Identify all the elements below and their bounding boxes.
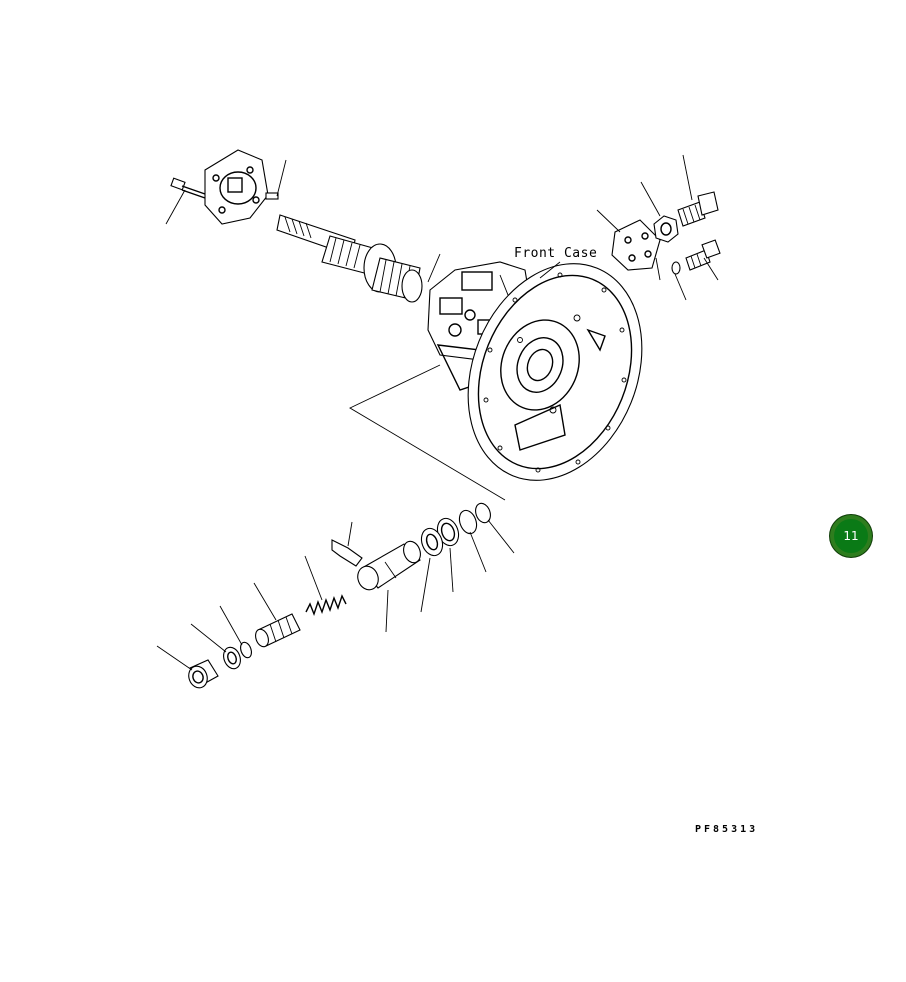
leader-line	[640, 181, 661, 217]
page-number-badge[interactable]: 11	[830, 515, 872, 557]
leader-line	[385, 589, 389, 633]
cover-plate	[204, 149, 269, 225]
leader-line	[682, 154, 693, 201]
leader-line	[304, 555, 323, 601]
end-plug	[188, 659, 219, 689]
leader-line	[165, 189, 186, 225]
washer	[671, 261, 681, 275]
leader-line	[156, 645, 193, 671]
seal-ring	[436, 517, 460, 547]
leader-line	[487, 519, 515, 554]
backup-ring	[458, 509, 478, 535]
flange-plate	[611, 219, 661, 271]
leader-line	[420, 557, 431, 613]
leader-line	[655, 257, 661, 281]
plug-ring	[223, 646, 241, 670]
spring	[305, 594, 347, 617]
leader-line	[347, 521, 353, 547]
hex-nut	[653, 215, 679, 243]
leader-line	[219, 605, 243, 646]
stopper-bracket	[331, 539, 363, 567]
bushing	[420, 527, 444, 557]
leader-line	[276, 159, 287, 197]
leader-line	[190, 623, 227, 653]
front-case-label: Front Case	[514, 246, 597, 261]
leader-line	[469, 531, 487, 573]
leader-line	[449, 547, 454, 593]
leader-line	[427, 253, 441, 283]
leader-line	[253, 582, 277, 621]
valve-sleeve	[357, 540, 421, 591]
plug-bolt	[677, 191, 719, 227]
cover-bolt	[170, 177, 206, 199]
adapter-bolt	[685, 239, 721, 271]
leader-line	[674, 273, 687, 301]
group-bracket	[349, 364, 506, 501]
page-number: 11	[843, 529, 859, 543]
piston	[255, 613, 301, 648]
drive-shaft	[276, 214, 423, 303]
leader-line	[596, 209, 621, 233]
front-case	[467, 263, 643, 481]
small-o-ring	[240, 641, 252, 659]
drawing-code: PF85313	[695, 824, 758, 835]
leader-line	[703, 257, 719, 281]
dowel-pin	[265, 192, 279, 200]
o-ring	[475, 502, 491, 524]
page-number-badge-inner: 11	[834, 519, 868, 553]
leader-line	[539, 261, 561, 279]
